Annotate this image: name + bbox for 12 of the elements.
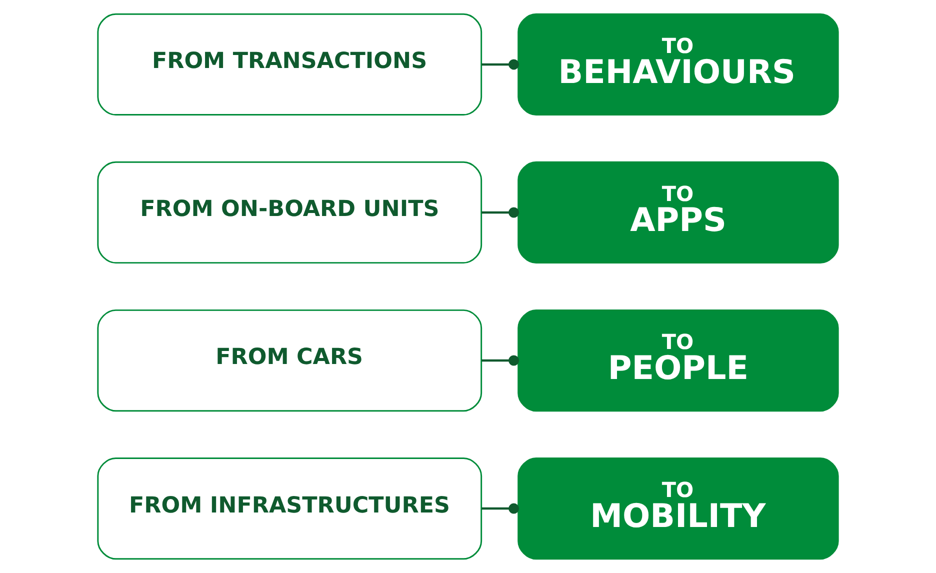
connector xyxy=(482,503,520,514)
node-box: TO MOBILITY xyxy=(518,457,839,560)
connector xyxy=(482,59,520,70)
node-box: TO PEOPLE xyxy=(518,309,839,412)
node-box: TO BEHAVIOURS xyxy=(518,13,839,116)
node-box: FROM INFRASTRUCTURES xyxy=(97,457,482,560)
connector xyxy=(482,207,520,218)
node-box: TO APPS xyxy=(518,161,839,264)
node-box: FROM ON-BOARD UNITS xyxy=(97,161,482,264)
connector xyxy=(482,355,520,366)
node-box: FROM TRANSACTIONS xyxy=(97,13,482,116)
node-box: FROM CARS xyxy=(97,309,482,412)
